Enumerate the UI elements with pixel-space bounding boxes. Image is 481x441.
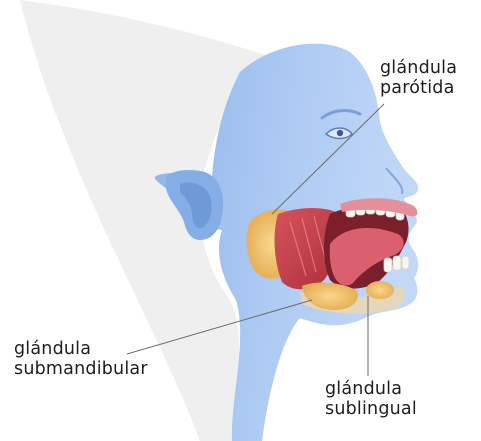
label-sublingual-line2: sublingual	[325, 399, 417, 419]
eye-pupil	[337, 130, 343, 136]
label-submandibular-line1: glándula	[14, 339, 148, 359]
label-parotid-line2: parótida	[380, 78, 457, 98]
label-submandibular-gland: glándula submandibular	[14, 339, 148, 379]
label-sublingual-line1: glándula	[325, 379, 417, 399]
label-sublingual-gland: glándula sublingual	[325, 379, 417, 419]
label-submandibular-line2: submandibular	[14, 359, 148, 379]
label-parotid-line1: glándula	[380, 58, 457, 78]
sublingual-gland	[366, 281, 394, 299]
label-parotid-gland: glándula parótida	[380, 58, 457, 98]
